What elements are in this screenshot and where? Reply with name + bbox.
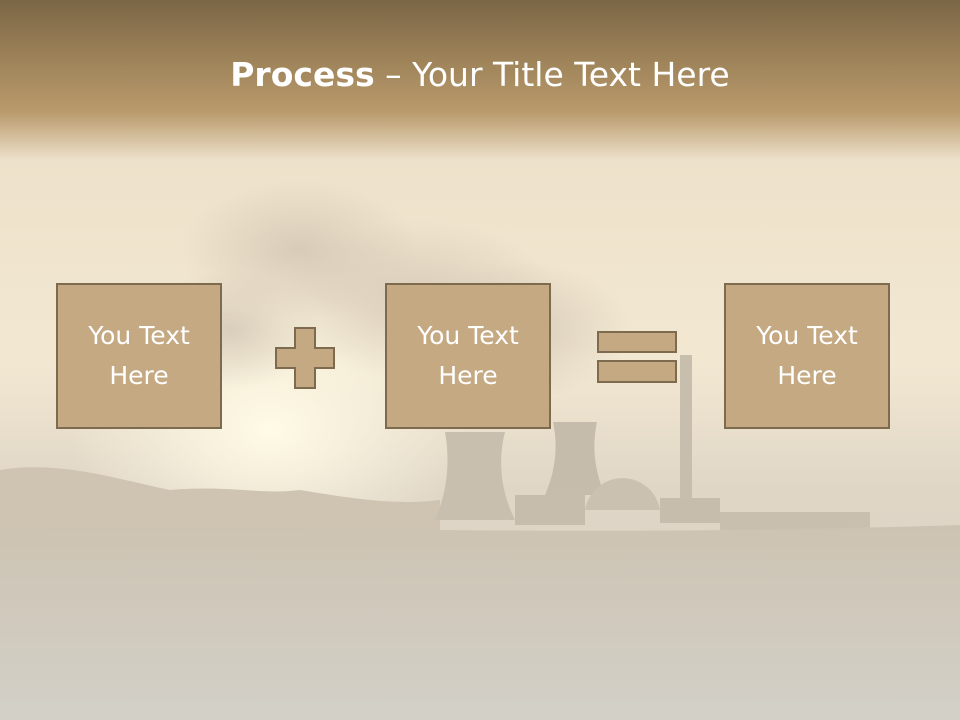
title-band [0,0,960,160]
title-rest: – Your Title Text Here [374,55,730,94]
text-box-1-line-1: You Text [88,321,190,350]
text-box-2-line-2: Here [438,361,498,390]
plus-icon [275,327,335,389]
title-bold: Process [230,55,375,94]
equals-icon [597,331,677,383]
text-box-1-line-2: Here [109,361,169,390]
text-box-3-line-1: You Text [756,321,858,350]
text-box-3-line-2: Here [777,361,837,390]
text-box-2-line-1: You Text [417,321,519,350]
page-title: Process – Your Title Text Here [0,52,960,98]
